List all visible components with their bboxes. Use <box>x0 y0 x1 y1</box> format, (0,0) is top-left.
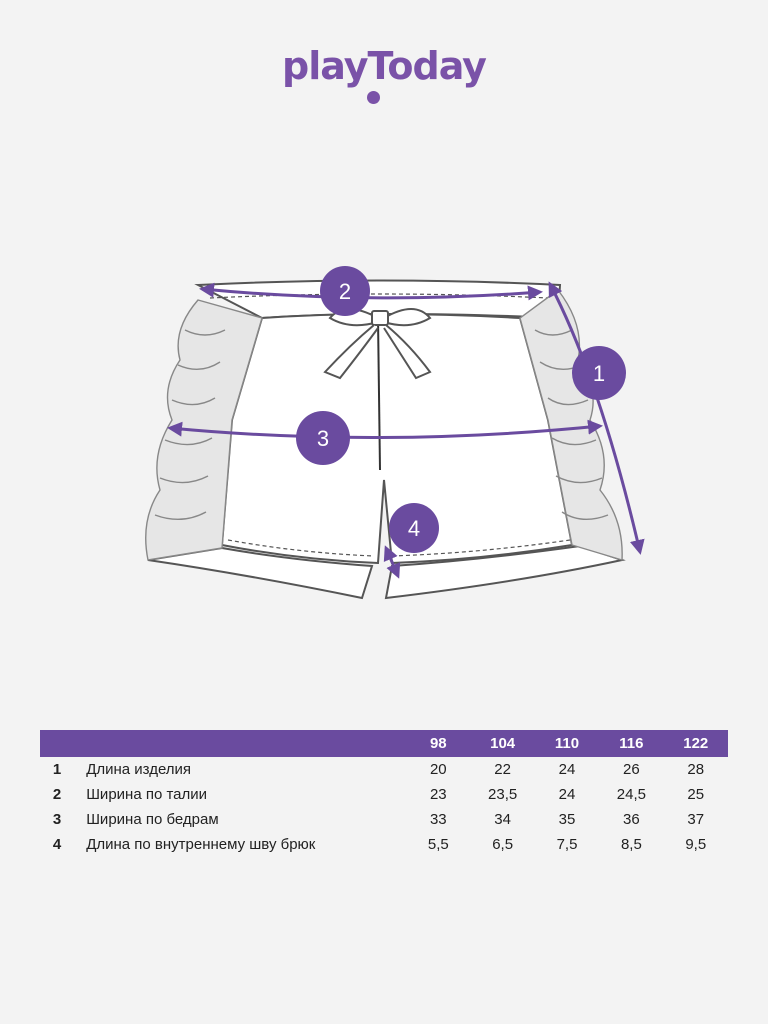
shorts-diagram: 2 1 3 4 <box>145 266 645 600</box>
row-label: Ширина по бедрам <box>86 811 219 828</box>
row-number: 3 <box>52 811 62 828</box>
table-row: 1 Длина изделия 20 22 24 26 28 <box>40 757 728 782</box>
marker-4-label: 4 <box>408 516 420 541</box>
size-value: 34 <box>494 811 511 828</box>
marker-2-label: 2 <box>339 279 351 304</box>
row-label: Длина изделия <box>86 761 192 778</box>
measure-line-4 <box>383 545 401 579</box>
size-value: 23 <box>429 786 447 803</box>
row-number: 1 <box>52 761 62 778</box>
measure-line-3 <box>167 419 603 440</box>
measure-line-2 <box>199 282 543 301</box>
size-value: 33 <box>429 811 447 828</box>
size-value: 35 <box>558 811 576 828</box>
size-value: 26 <box>623 761 640 778</box>
size-value: 9,5 <box>685 836 707 853</box>
size-value: 24 <box>558 786 576 803</box>
size-value: 28 <box>687 761 705 778</box>
table-row: 2 Ширина по талии 23 23,5 24 24,5 25 <box>40 782 728 807</box>
brand-logo: playToday <box>282 44 487 88</box>
size-value: 23,5 <box>488 786 518 803</box>
size-value: 25 <box>687 786 705 803</box>
marker-1-label: 1 <box>593 361 605 386</box>
marker-3-label: 3 <box>317 426 329 451</box>
table-row: 4 Длина по внутреннему шву брюк 5,5 6,5 … <box>40 832 728 857</box>
size-value: 6,5 <box>492 836 514 853</box>
size-value: 5,5 <box>427 836 449 853</box>
size-header: 122 <box>663 730 728 757</box>
header-num-cell <box>40 730 75 757</box>
size-value: 8,5 <box>620 836 642 853</box>
size-header: 116 <box>599 730 664 757</box>
size-header: 104 <box>470 730 535 757</box>
row-label: Ширина по талии <box>86 786 208 803</box>
row-number: 2 <box>52 786 62 803</box>
size-value: 37 <box>687 811 705 828</box>
size-value: 20 <box>429 761 447 778</box>
row-number: 4 <box>52 836 62 853</box>
marker-2: 2 <box>320 266 370 316</box>
size-header: 98 <box>406 730 471 757</box>
size-value: 22 <box>494 761 511 778</box>
logo-dot <box>367 91 380 104</box>
size-value: 24,5 <box>616 786 646 803</box>
header-label-cell <box>74 730 407 757</box>
row-label: Длина по внутреннему шву брюк <box>86 836 316 853</box>
size-header-row: 98 104 110 116 122 <box>40 730 728 757</box>
marker-3: 3 <box>296 411 350 465</box>
table-row: 3 Ширина по бедрам 33 34 35 36 37 <box>40 807 728 832</box>
size-value: 36 <box>623 811 640 828</box>
marker-1: 1 <box>572 346 626 400</box>
marker-4: 4 <box>389 503 439 553</box>
size-value: 24 <box>558 761 576 778</box>
size-chart-table: 98 104 110 116 122 1 Длина изделия 20 22… <box>40 730 728 857</box>
size-value: 7,5 <box>556 836 578 853</box>
size-header: 110 <box>534 730 600 757</box>
